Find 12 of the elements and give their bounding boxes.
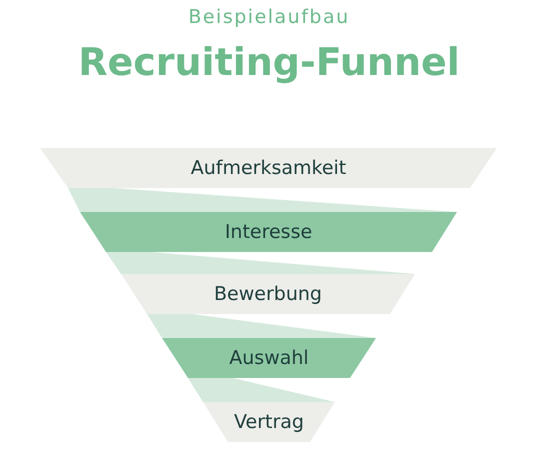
stage-label: Vertrag	[233, 410, 305, 435]
funnel-stage	[80, 212, 457, 252]
stage-label: Auswahl	[228, 346, 310, 371]
title: Recruiting-Funnel	[77, 40, 461, 84]
stage-label: Bewerbung	[213, 282, 323, 307]
funnel-stage	[162, 338, 376, 378]
stage-label: Aufmerksamkeit	[190, 156, 348, 181]
funnel-stage	[40, 148, 497, 188]
funnel-stage	[121, 274, 415, 314]
stage-label: Interesse	[224, 220, 314, 245]
funnel-stage	[203, 402, 335, 442]
subtitle: Beispielaufbau	[187, 6, 351, 28]
